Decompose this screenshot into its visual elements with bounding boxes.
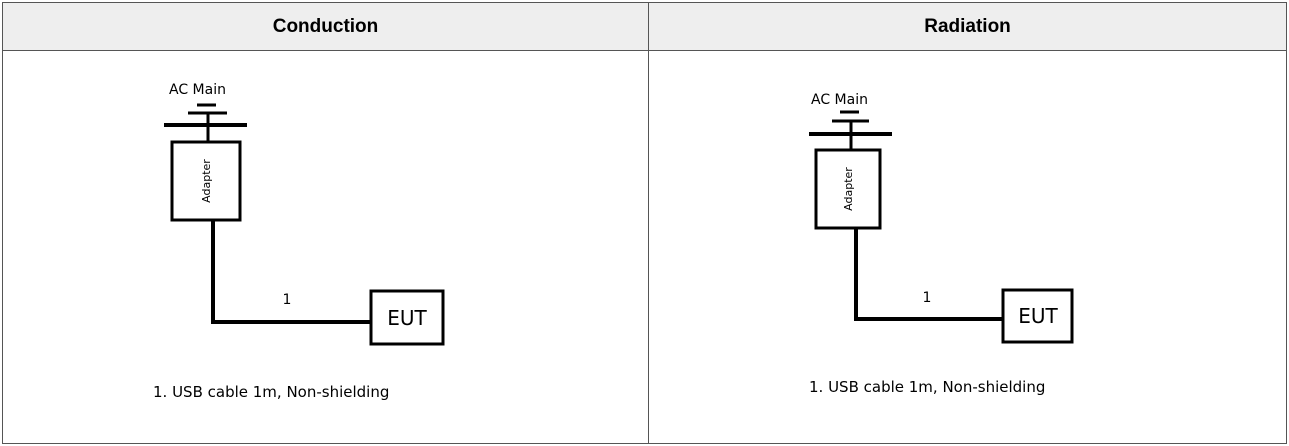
ac-main-label: AC Main (811, 92, 868, 108)
usb-cable-line (854, 228, 1003, 321)
eut-box (369, 289, 445, 346)
radiation-header: Radiation (648, 2, 1287, 51)
eut-label: EUT (1018, 304, 1058, 328)
radiation-cell: AC Main Adapter 1 (648, 50, 1287, 444)
header-row: Conduction Radiation (2, 2, 1287, 51)
usb-cable-line (211, 220, 371, 324)
adapter-box (170, 140, 242, 222)
ac-main-label: AC Main (169, 82, 226, 98)
cable-note: 1. USB cable 1m, Non-shielding (809, 378, 1045, 396)
adapter-label: Adapter (200, 159, 213, 203)
eut-box (1001, 288, 1074, 344)
conduction-diagram: AC Main Adapter 1 (3, 51, 648, 443)
radiation-diagram-svg: AC Main Adapter 1 (809, 92, 1074, 396)
diagram-row: AC Main Adapter 1 (2, 50, 1287, 444)
cable-note: 1. USB cable 1m, Non-shielding (153, 383, 389, 401)
conduction-cell: AC Main Adapter 1 (2, 50, 649, 444)
conduction-diagram-svg: AC Main Adapter 1 (153, 82, 445, 401)
adapter-box (814, 148, 882, 230)
ac-mains-symbol (164, 103, 247, 127)
radiation-diagram: AC Main Adapter 1 (649, 51, 1286, 443)
adapter-label: Adapter (842, 167, 855, 211)
cable-number-label: 1 (923, 290, 932, 306)
cable-number-label: 1 (283, 292, 292, 308)
eut-label: EUT (387, 306, 427, 330)
conduction-header: Conduction (2, 2, 649, 51)
